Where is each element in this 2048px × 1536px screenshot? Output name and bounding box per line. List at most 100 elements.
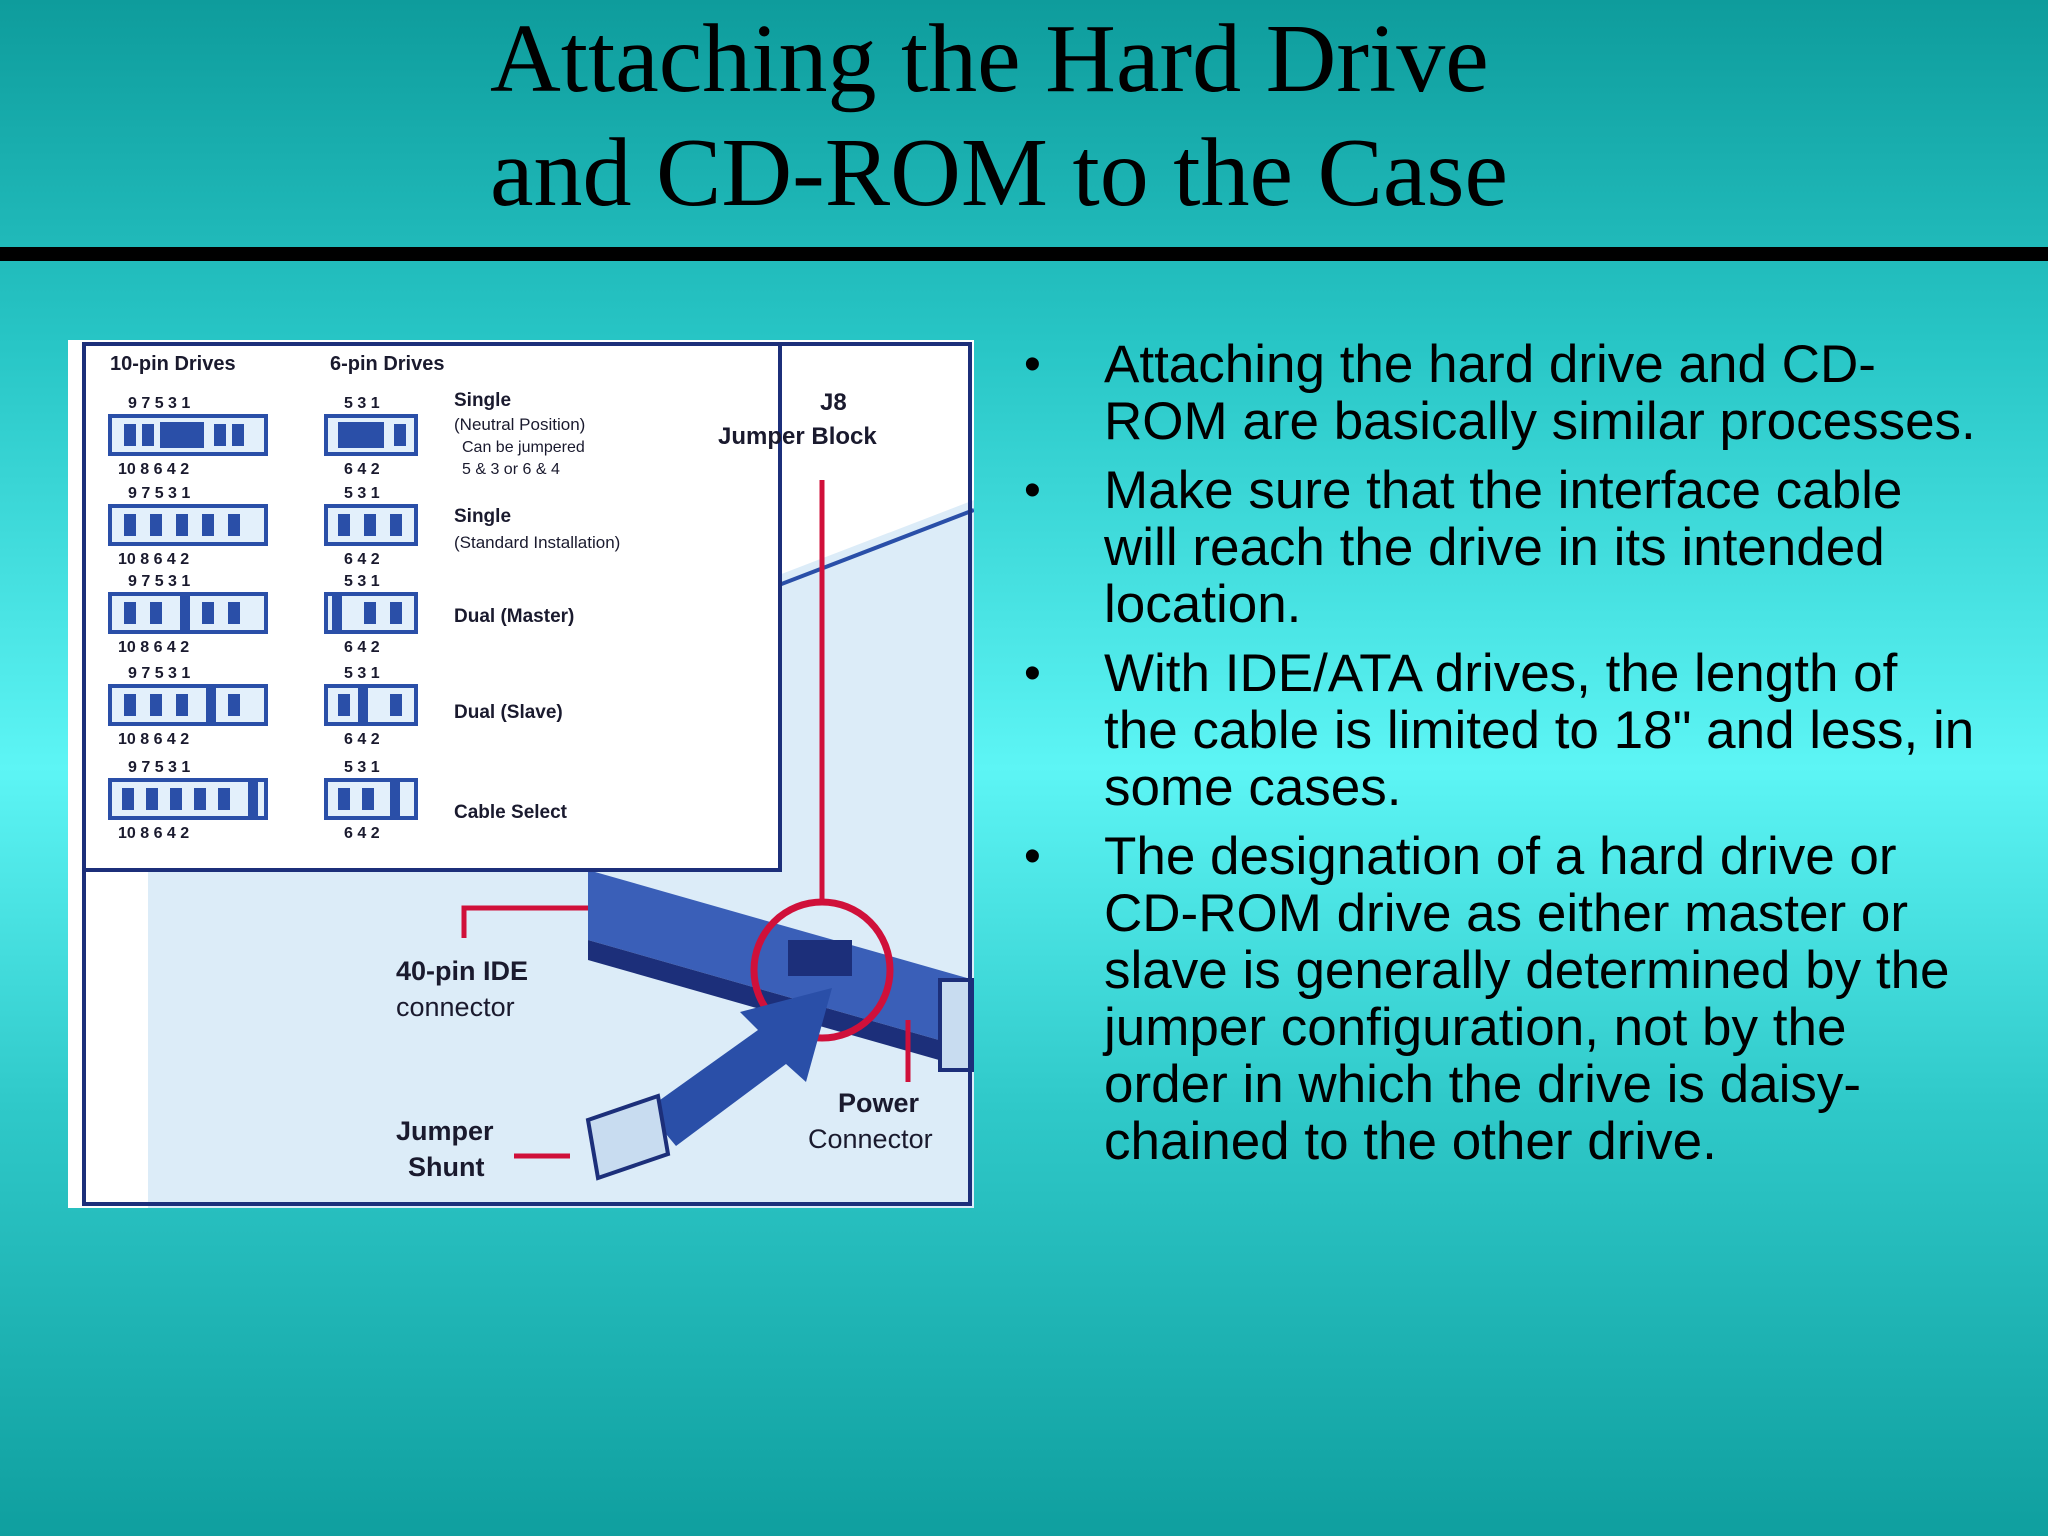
pin (338, 694, 350, 716)
bullet-text: With IDE/ATA drives, the length of the c… (1104, 644, 1975, 817)
pin (228, 514, 240, 536)
pin (146, 788, 158, 810)
jumper-shunt (180, 594, 190, 632)
pin (390, 694, 402, 716)
pin-label-top: 5 3 1 (344, 485, 380, 502)
pin-label-bottom: 10 8 6 4 2 (118, 731, 189, 748)
header-6-pin: 6-pin Drives (330, 353, 444, 375)
power-connector-label: Power (838, 1088, 920, 1118)
jumper-shunt-label: Jumper (396, 1116, 494, 1146)
pin-label-top: 9 7 5 3 1 (128, 665, 190, 682)
pin (390, 514, 402, 536)
bullet-item: • With IDE/ATA drives, the length of the … (1024, 645, 1984, 816)
jumper-shunt (338, 422, 384, 448)
pin (202, 514, 214, 536)
pin-label-top: 5 3 1 (344, 665, 380, 682)
ide-callout-line (461, 905, 588, 938)
pin-label-top: 5 3 1 (344, 573, 380, 590)
pin (364, 514, 376, 536)
jumper-block-label: Jumper Block (718, 423, 877, 450)
pin (228, 694, 240, 716)
pin (194, 788, 206, 810)
config-cable-select: Cable Select (454, 802, 568, 823)
bullet-symbol: • (1024, 647, 1041, 700)
jumper-shunt (358, 686, 368, 724)
title-line-2: and CD-ROM to the Case (490, 119, 1508, 227)
pin (150, 514, 162, 536)
pin (124, 424, 136, 446)
jumper-shunt (390, 780, 400, 818)
jumper-block-10-pin (108, 778, 268, 820)
pin (150, 602, 162, 624)
pin-label-bottom: 6 4 2 (344, 825, 380, 842)
jumper-shunt-part (585, 1093, 671, 1181)
pin (176, 514, 188, 536)
config-single-neutral-note: Can be jumpered (462, 439, 585, 456)
power-connector-label-2: Connector (808, 1124, 933, 1154)
bullet-item: • Attaching the hard drive and CD-ROM are… (1024, 336, 1984, 450)
config-dual-master: Dual (Master) (454, 606, 574, 627)
pin-label-bottom: 10 8 6 4 2 (118, 639, 189, 656)
pin (338, 514, 350, 536)
pin (176, 694, 188, 716)
pin (124, 602, 136, 624)
config-single-neutral: Single (454, 390, 511, 411)
pin-label-bottom: 10 8 6 4 2 (118, 551, 189, 568)
pin (218, 788, 230, 810)
ide-connector-label-2: connector (396, 992, 515, 1022)
config-single-neutral-note: 5 & 3 or 6 & 4 (462, 461, 560, 478)
config-single-standard-note: (Standard Installation) (454, 533, 620, 552)
pin (124, 514, 136, 536)
j8-label: J8 (820, 389, 847, 416)
config-single-neutral-note: (Neutral Position) (454, 415, 585, 434)
pin-label-bottom: 10 8 6 4 2 (118, 461, 189, 478)
pin (124, 694, 136, 716)
pin-label-top: 9 7 5 3 1 (128, 395, 190, 412)
pin-label-bottom: 10 8 6 4 2 (118, 825, 189, 842)
bullet-item: • The designation of a hard drive or CD-R… (1024, 828, 1984, 1170)
pin (232, 424, 244, 446)
pin (394, 424, 406, 446)
pin (362, 788, 374, 810)
pin-label-bottom: 6 4 2 (344, 639, 380, 656)
pin-label-top: 9 7 5 3 1 (128, 759, 190, 776)
bullet-symbol: • (1024, 464, 1041, 517)
jumper-block-pins (788, 940, 852, 976)
jumper-shunt-label-2: Shunt (408, 1152, 484, 1182)
pin-label-top: 9 7 5 3 1 (128, 485, 190, 502)
slide-title: Attaching the Hard Drive and CD-ROM to t… (0, 0, 2048, 246)
pin-label-bottom: 6 4 2 (344, 461, 380, 478)
header-10-pin: 10-pin Drives (110, 353, 236, 375)
pin-label-top: 9 7 5 3 1 (128, 573, 190, 590)
jumper-shunt (248, 780, 258, 818)
bullet-text: The designation of a hard drive or CD-RO… (1104, 827, 1950, 1171)
jumper-shunt (160, 422, 204, 448)
bullet-symbol: • (1024, 338, 1041, 391)
pin-label-top: 5 3 1 (344, 395, 380, 412)
jumper-shunt (206, 686, 216, 724)
title-line-1: Attaching the Hard Drive (490, 5, 1489, 113)
title-divider (0, 247, 2048, 261)
pin (170, 788, 182, 810)
jumper-block-highlight-circle (750, 898, 894, 1042)
config-dual-slave: Dual (Slave) (454, 702, 563, 723)
pin (202, 602, 214, 624)
bullet-symbol: • (1024, 830, 1041, 883)
pin-label-top: 5 3 1 (344, 759, 380, 776)
bullet-item: • Make sure that the interface cable will… (1024, 462, 1984, 633)
pin (228, 602, 240, 624)
pin (364, 602, 376, 624)
pin (338, 788, 350, 810)
pin-label-bottom: 6 4 2 (344, 731, 380, 748)
pin (214, 424, 226, 446)
jumper-shunt (332, 594, 342, 632)
bullet-list: • Attaching the hard drive and CD-ROM are… (1024, 336, 1984, 1182)
pin (390, 602, 402, 624)
jumper-diagram: 10-pin Drives 6-pin Drives 9 7 5 3 1 10 … (82, 342, 974, 1208)
bullet-text: Attaching the hard drive and CD-ROM are … (1104, 335, 1976, 451)
pin (142, 424, 154, 446)
bullet-text: Make sure that the interface cable will … (1104, 461, 1903, 634)
pin (150, 694, 162, 716)
jumper-settings-figure: 10-pin Drives 6-pin Drives 9 7 5 3 1 10 … (68, 340, 974, 1208)
pin-label-bottom: 6 4 2 (344, 551, 380, 568)
